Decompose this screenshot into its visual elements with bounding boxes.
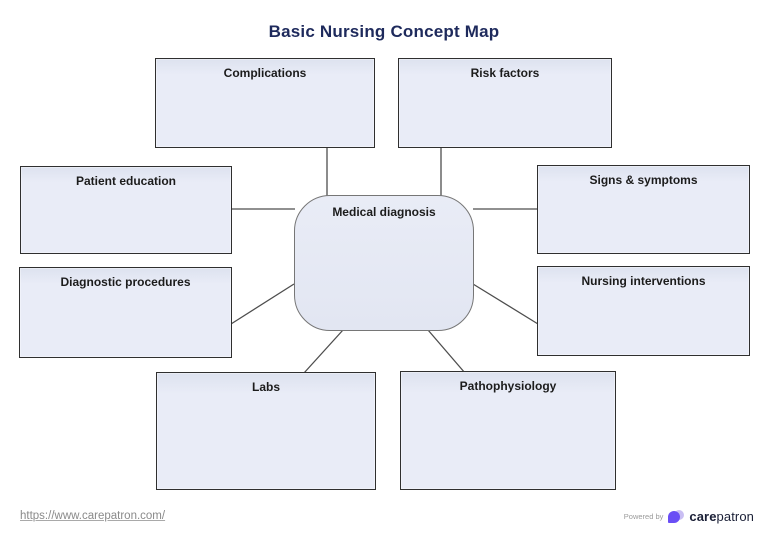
carepatron-logo-icon	[668, 509, 685, 524]
node-nursing-interventions: Nursing interventions	[537, 266, 750, 356]
node-pathophysiology: Pathophysiology	[400, 371, 616, 490]
carepatron-url-link[interactable]: https://www.carepatron.com/	[20, 510, 166, 522]
node-risk-factors: Risk factors	[398, 58, 612, 148]
node-complications-label: Complications	[223, 66, 307, 80]
node-diagnostic-procedures: Diagnostic procedures	[19, 267, 232, 358]
node-medical-diagnosis-label: Medical diagnosis	[332, 205, 436, 219]
carepatron-wordmark: carepatron	[689, 509, 754, 524]
node-nursing-interventions-label: Nursing interventions	[581, 274, 706, 288]
node-risk-factors-label: Risk factors	[470, 66, 540, 80]
powered-by-label: Powered by	[623, 512, 664, 521]
node-signs-symptoms: Signs & symptoms	[537, 165, 750, 254]
node-labs: Labs	[156, 372, 376, 490]
page-title: Basic Nursing Concept Map	[268, 22, 500, 41]
wordmark-patron: patron	[716, 509, 754, 524]
node-signs-symptoms-label: Signs & symptoms	[589, 173, 698, 187]
node-patient-education-label: Patient education	[75, 174, 176, 188]
node-labs-label: Labs	[251, 380, 280, 394]
node-medical-diagnosis: Medical diagnosis	[294, 195, 474, 331]
node-complications: Complications	[155, 58, 375, 148]
powered-by-brand: Powered by carepatron	[624, 509, 754, 524]
wordmark-care: care	[689, 509, 717, 524]
node-pathophysiology-label: Pathophysiology	[459, 379, 557, 393]
node-diagnostic-procedures-label: Diagnostic procedures	[60, 275, 191, 289]
logo-purple-blob	[668, 511, 681, 523]
node-patient-education: Patient education	[20, 166, 232, 254]
